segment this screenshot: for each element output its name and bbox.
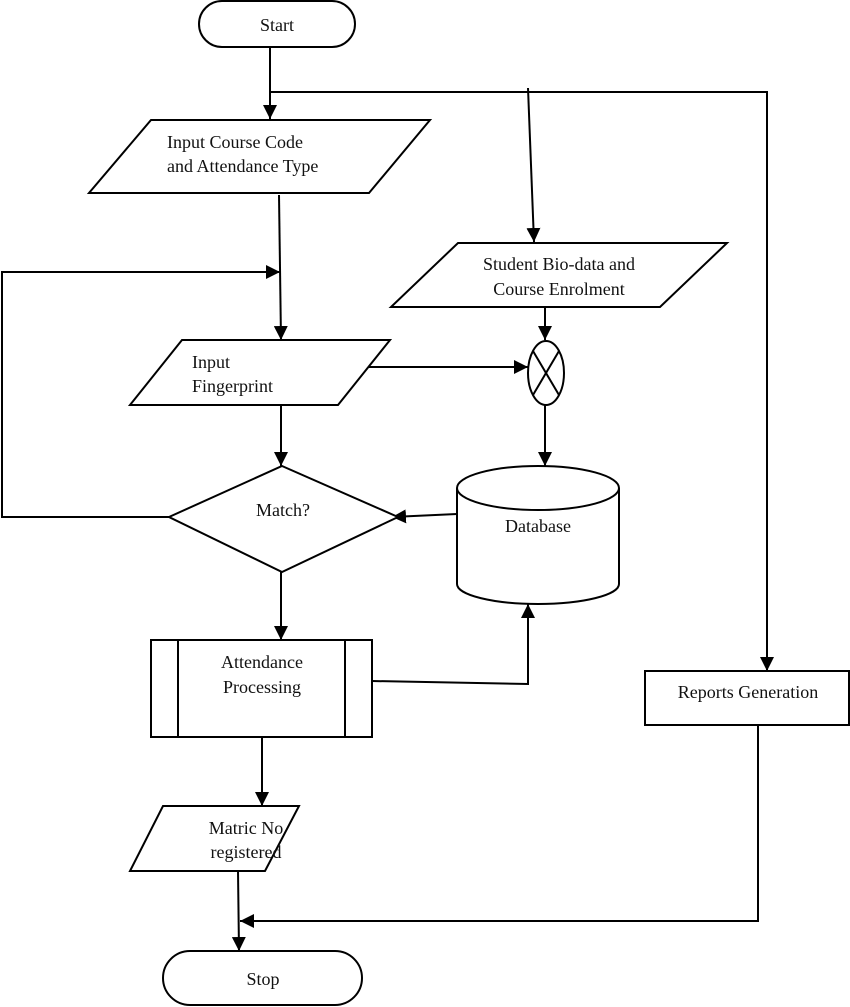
edge-database-to-match xyxy=(391,509,458,524)
node-attendance-line-2: Processing xyxy=(223,677,301,697)
node-matric-line-2: registered xyxy=(211,842,282,862)
edge-match-loop-back xyxy=(1,265,280,518)
edge-attendance-to-database xyxy=(371,604,535,686)
node-matric-no: Matric No registered xyxy=(128,805,301,872)
node-student-biodata: Student Bio-data and Course Enrolment xyxy=(388,242,730,308)
node-match-label: Match? xyxy=(256,500,310,520)
node-input-course-line-1: Input Course Code xyxy=(167,132,303,152)
node-summing-junction xyxy=(527,340,565,406)
node-student-biodata-line-2: Course Enrolment xyxy=(493,279,624,299)
edge-reports-to-stop xyxy=(240,725,759,928)
edge-start-branch-to-biodata xyxy=(526,87,541,243)
node-stop: Stop xyxy=(162,950,363,1006)
node-input-fingerprint-line-1: Input xyxy=(192,352,230,372)
node-attendance-processing: Attendance Processing xyxy=(150,639,373,738)
node-input-fingerprint: Input Fingerprint xyxy=(127,339,393,406)
node-start-label: Start xyxy=(260,15,294,35)
node-matric-line-1: Matric No xyxy=(209,818,283,838)
node-input-course-line-2: and Attendance Type xyxy=(167,156,318,176)
node-stop-label: Stop xyxy=(246,969,279,989)
node-attendance-line-1: Attendance xyxy=(221,652,303,672)
node-student-biodata-line-1: Student Bio-data and xyxy=(483,254,635,274)
node-database: Database xyxy=(456,465,620,605)
node-reports-label: Reports Generation xyxy=(678,682,818,702)
node-input-course: Input Course Code and Attendance Type xyxy=(86,119,433,194)
node-start: Start xyxy=(198,0,356,48)
node-input-fingerprint-line-2: Fingerprint xyxy=(192,376,273,396)
node-reports-generation: Reports Generation xyxy=(644,670,850,726)
node-database-label: Database xyxy=(505,516,571,536)
edge-matric-to-stop xyxy=(231,870,246,952)
node-match-decision: Match? xyxy=(166,464,401,574)
edge-input-course-to-fingerprint xyxy=(273,194,288,341)
edge-start-branch-to-reports xyxy=(270,91,774,671)
